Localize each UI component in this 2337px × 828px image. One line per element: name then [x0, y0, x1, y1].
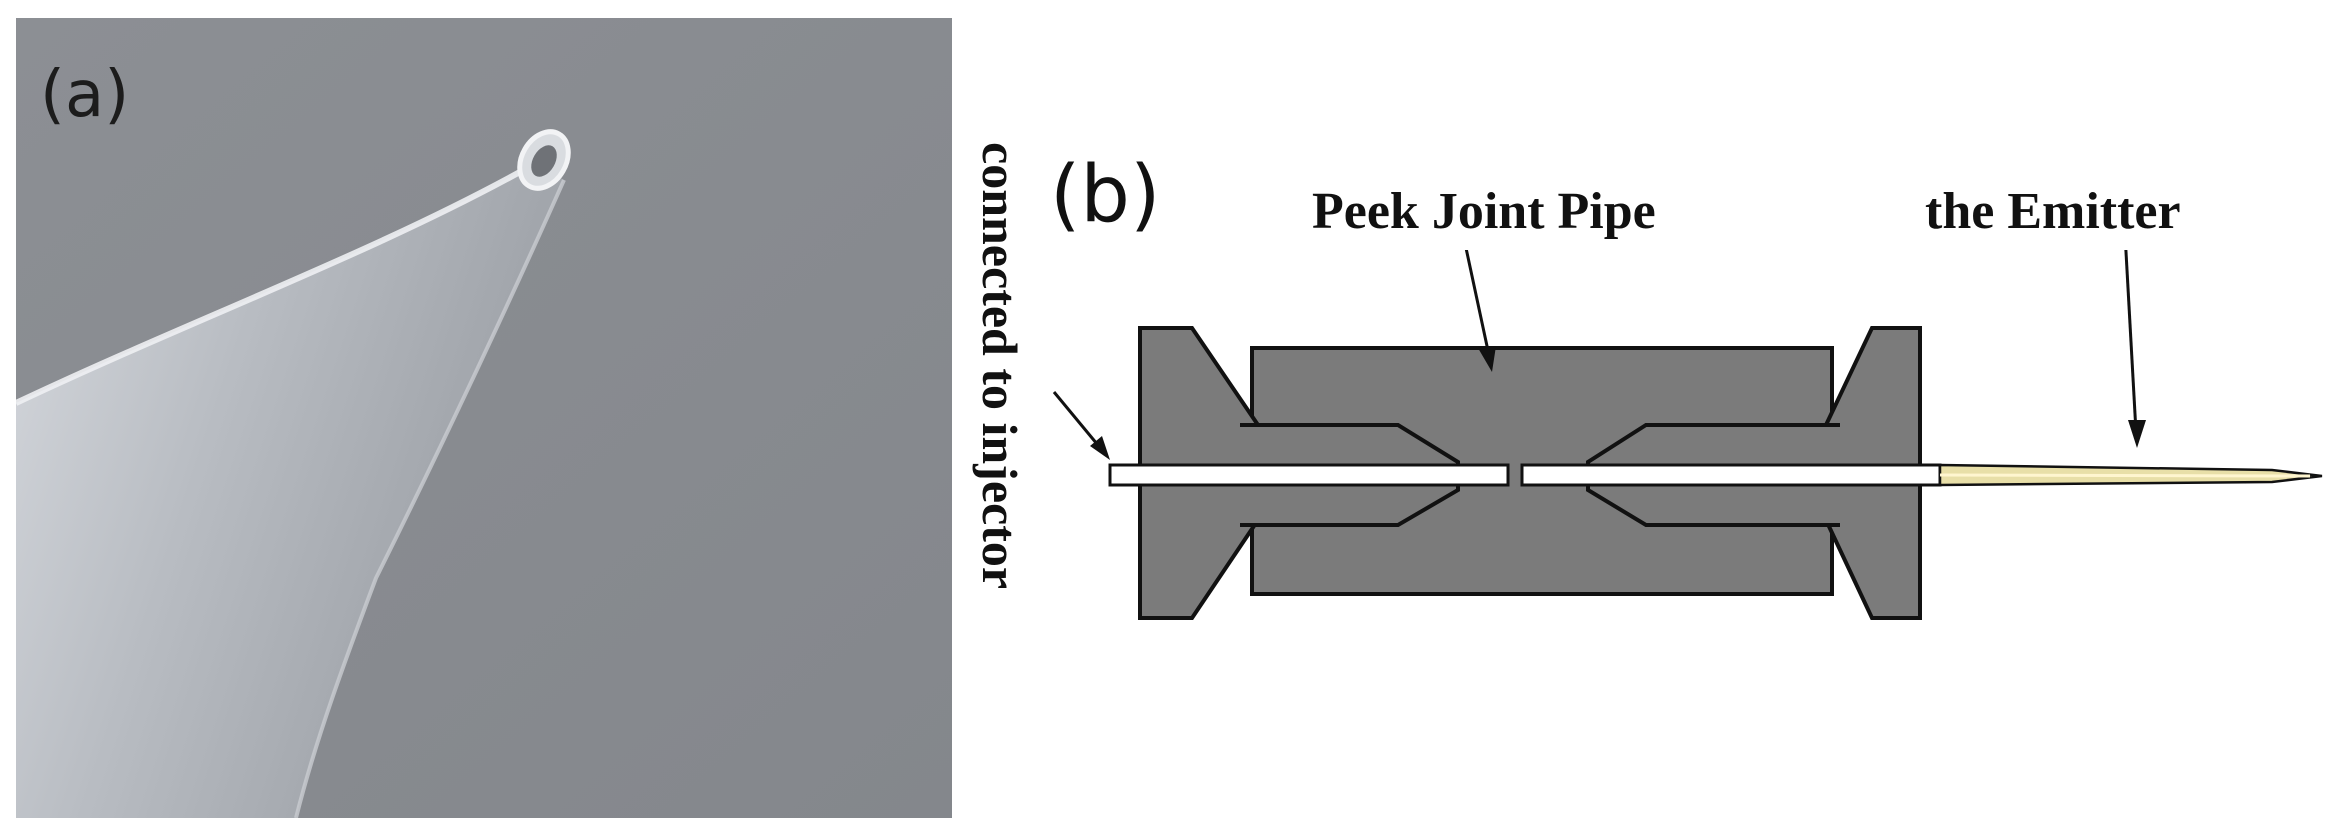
- panel-b-label: (b): [1050, 150, 1161, 240]
- inlet-capillary: [1108, 463, 1510, 487]
- emitter-arrow: [2120, 179, 2138, 433]
- emitter-label: the Emitter: [1925, 183, 2181, 240]
- peek-joint-pipe-label: Peek Joint Pipe: [1312, 183, 1656, 240]
- schematic-panel: [1040, 179, 2330, 644]
- capillary-tip-image: [16, 18, 952, 818]
- emitter-capillary: [1520, 463, 1942, 487]
- cone-body: [16, 163, 564, 818]
- injector-arrow: [1052, 391, 1104, 451]
- sem-image-panel: (a): [16, 18, 952, 818]
- connected-to-injector-label: connected to injector: [972, 142, 1028, 590]
- injector-label-container: connected to injector: [965, 142, 1035, 818]
- peek-joint-schematic: [1052, 179, 2323, 620]
- panel-a-label: (a): [40, 58, 130, 132]
- peek-arrow: [1458, 219, 1492, 361]
